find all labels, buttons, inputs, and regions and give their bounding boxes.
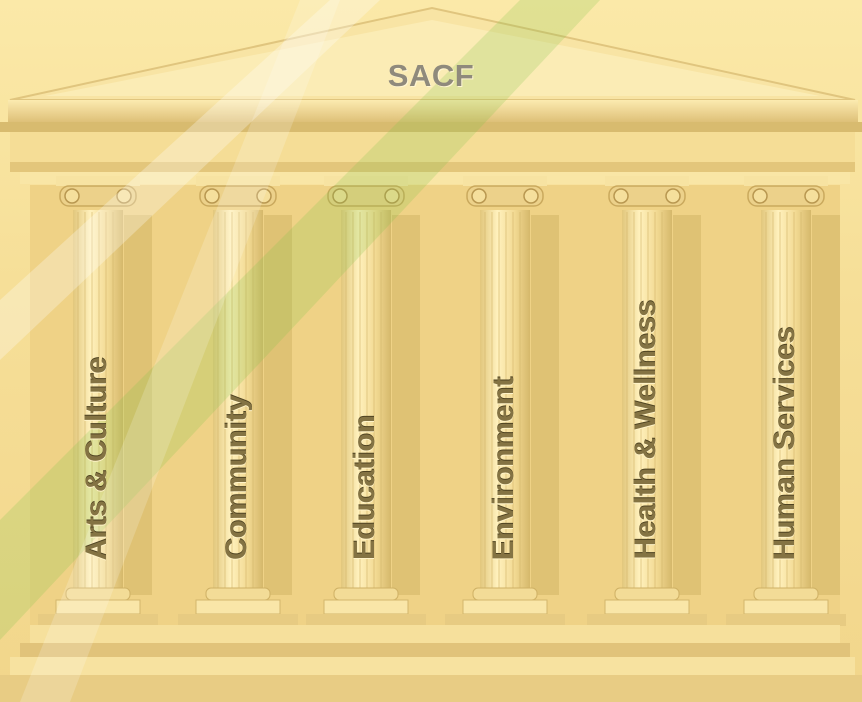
pediment-inner xyxy=(45,20,820,96)
column-2 xyxy=(178,176,298,626)
pillar-4: Environment xyxy=(487,220,523,560)
pediment-title: SACF xyxy=(387,58,475,93)
architrave xyxy=(20,172,850,184)
column-capital xyxy=(327,185,405,207)
column-shaft xyxy=(73,210,123,590)
pillar-label: Education xyxy=(348,414,381,560)
pillar-1: Arts & Culture xyxy=(80,220,116,560)
column-capital xyxy=(466,185,544,207)
column-3 xyxy=(306,176,426,626)
pillar-6: Human Services xyxy=(768,220,804,560)
column-capital xyxy=(608,185,686,207)
step-top xyxy=(30,625,840,643)
column-1 xyxy=(38,176,158,626)
pillar-2: Community xyxy=(220,220,256,560)
back-wall xyxy=(30,185,840,625)
pillar-5: Health & Wellness xyxy=(629,220,665,560)
column-capital xyxy=(59,185,137,207)
column-shaft xyxy=(480,210,530,590)
pillar-label: Human Services xyxy=(768,326,801,560)
column-5 xyxy=(587,176,707,626)
pillar-3: Education xyxy=(348,220,384,560)
cornice xyxy=(8,100,858,122)
column-shaft xyxy=(341,210,391,590)
frieze xyxy=(10,132,855,162)
pillar-label: Arts & Culture xyxy=(80,356,113,560)
column-capital xyxy=(747,185,825,207)
column-shaft xyxy=(622,210,672,590)
step-middle xyxy=(10,657,855,675)
column-capital xyxy=(199,185,277,207)
step-bottom xyxy=(0,675,862,702)
pillar-label: Environment xyxy=(487,376,520,560)
column-shaft xyxy=(761,210,811,590)
column-4 xyxy=(445,176,565,626)
column-6 xyxy=(726,176,846,626)
pillar-label: Health & Wellness xyxy=(629,300,662,560)
column-shaft xyxy=(213,210,263,590)
pillar-label: Community xyxy=(220,395,253,560)
